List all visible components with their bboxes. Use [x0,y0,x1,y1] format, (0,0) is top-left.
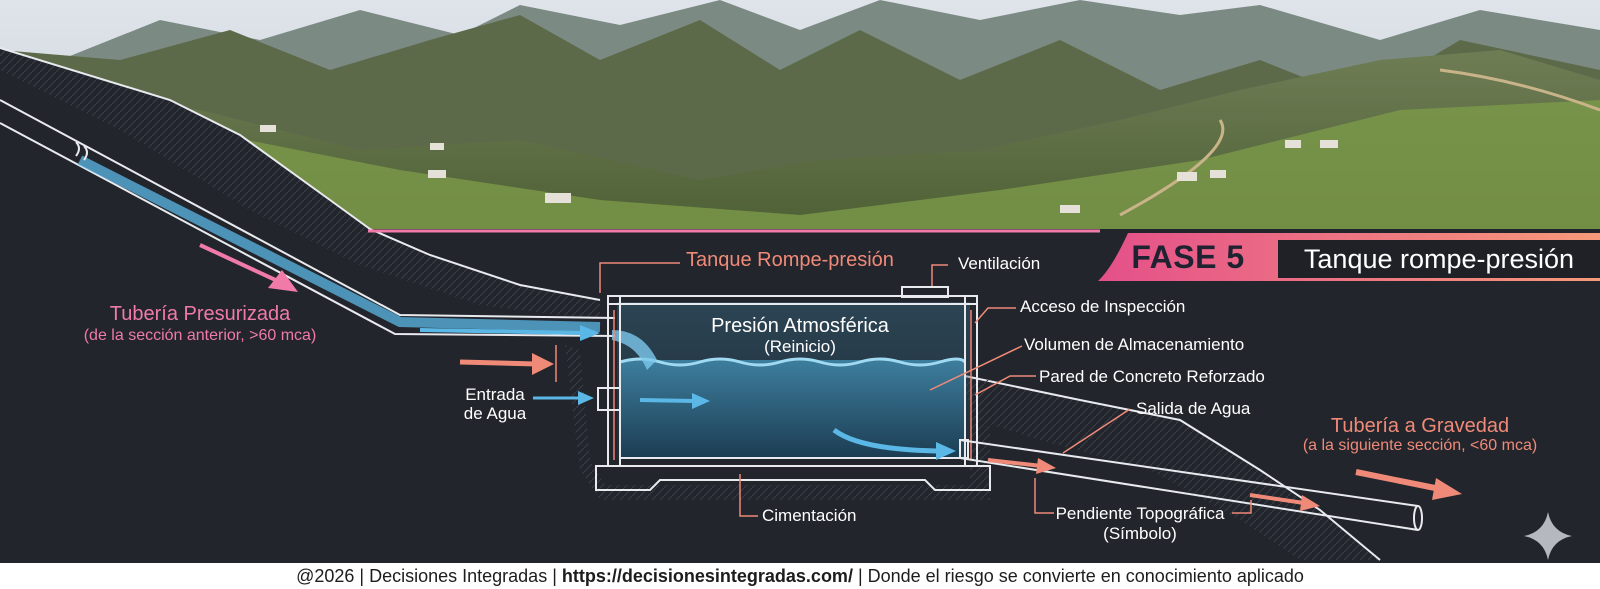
storage-volume-label: Volumen de Almacenamiento [1024,335,1245,354]
atmospheric-pressure-label: Presión Atmosférica [711,315,889,337]
inspection-access-label: Acceso de Inspección [1020,297,1186,316]
sparkle-icon [1524,512,1572,560]
footer-suffix: | Donde el riesgo se convierte en conoci… [852,565,1304,586]
slope-label-line1: Pendiente Topográfica [1055,504,1225,523]
terrain-line-upper [0,47,601,301]
flow-arrows [199,243,1462,511]
pressurized-pipe-label: Tubería Presurizada [109,303,291,325]
gravity-pipe-sublabel: (a la siguiente sección, <60 mca) [1302,437,1538,454]
water-outlet-label: Salida de Agua [1136,399,1251,418]
gravity-pipe-label: Tubería a Gravedad [1330,415,1510,437]
break-pressure-tank [595,286,1423,531]
ventilation-label: Ventilación [958,254,1041,273]
pressurized-pipe-sublabel: (de la sección anterior, >60 mca) [83,327,317,344]
phase-title: Tanque rompe-presión [1278,240,1600,278]
reinforced-wall-label: Pared de Concreto Reforzado [1039,367,1265,386]
foundation-label: Cimentación [762,506,857,525]
water-inlet-label-line1: Entrada [465,385,525,404]
tank-title-label: Tanque Rompe-presión [686,249,894,271]
callout-lines [555,262,1252,517]
phase-number: FASE 5 [1131,238,1245,275]
water-inlet-label-line2: de Agua [463,404,527,423]
terrain-line-lower [959,374,1381,561]
soil-hatch-upper [0,48,600,320]
footer-url[interactable]: https://decisionesintegradas.com/ [561,565,853,586]
reset-label: (Reinicio) [764,337,836,356]
pressurized-pipe [0,99,616,337]
landscape-photo [0,0,1600,235]
footer-bar: @2026 | Decisiones Integradas | https://… [0,563,1600,589]
slope-label-line2: (Símbolo) [1103,524,1177,543]
footer-prefix: @2026 | Decisiones Integradas | [296,565,562,586]
soil-hatch-lower [960,375,1380,560]
